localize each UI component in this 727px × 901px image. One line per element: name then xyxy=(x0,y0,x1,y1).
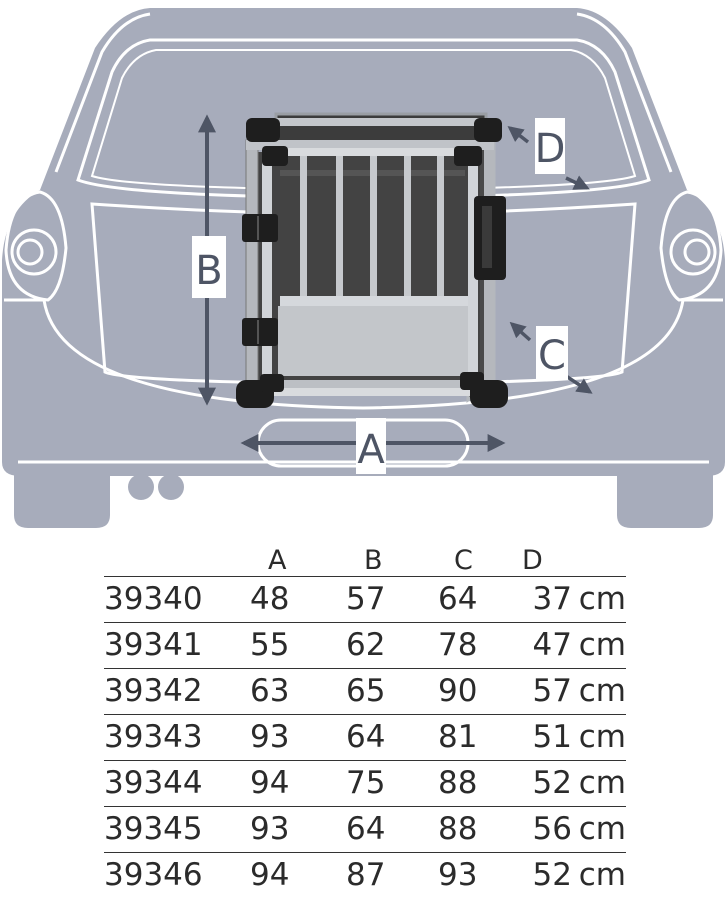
dimension-a-label: A xyxy=(357,427,385,473)
cell-unit: cm xyxy=(578,811,626,847)
cell-d: 37 xyxy=(532,581,572,617)
table-header-row: A B C D xyxy=(104,536,626,577)
cell-c: 78 xyxy=(438,627,478,663)
cell-a: 94 xyxy=(250,857,290,893)
rear-bumper xyxy=(4,298,723,410)
car-roof-line xyxy=(54,12,151,173)
crate-front-panel xyxy=(278,306,468,376)
cell-code: 39344 xyxy=(104,765,203,801)
dimension-c-arrow-lower xyxy=(565,374,593,394)
cell-c: 88 xyxy=(438,811,478,847)
cell-d: 52 xyxy=(532,857,572,893)
table-row: 39340 48 57 64 37 cm xyxy=(104,577,626,623)
dimension-c-arrow-upper xyxy=(509,321,532,342)
cell-b: 62 xyxy=(346,627,386,663)
crate-hinges xyxy=(242,214,278,346)
cell-d: 52 xyxy=(532,765,572,801)
table-row: 39344 94 75 88 52 cm xyxy=(104,761,626,807)
table-row: 39341 55 62 78 47 cm xyxy=(104,623,626,669)
cell-unit: cm xyxy=(578,673,626,709)
car-wheel-right xyxy=(617,460,713,528)
header-code xyxy=(104,536,244,577)
cell-a: 94 xyxy=(250,765,290,801)
cell-b: 75 xyxy=(346,765,386,801)
cell-c: 81 xyxy=(438,719,478,755)
exhaust-pipes xyxy=(128,474,184,500)
cell-b: 87 xyxy=(346,857,386,893)
cell-b: 65 xyxy=(346,673,386,709)
dimension-d-arrow-upper xyxy=(507,126,530,144)
cell-b: 64 xyxy=(346,719,386,755)
header-d: D xyxy=(522,545,543,576)
header-a: A xyxy=(268,545,287,576)
dimension-b-label: B xyxy=(195,248,222,294)
table-row: 39342 63 65 90 57 cm xyxy=(104,669,626,715)
dog-crate xyxy=(236,112,508,408)
cell-code: 39346 xyxy=(104,857,203,893)
cell-unit: cm xyxy=(578,857,626,893)
cell-b: 57 xyxy=(346,581,386,617)
cell-a: 63 xyxy=(250,673,290,709)
cell-code: 39343 xyxy=(104,719,203,755)
cell-b: 64 xyxy=(346,811,386,847)
cell-d: 47 xyxy=(532,627,572,663)
header-b: B xyxy=(364,545,383,576)
cell-c: 93 xyxy=(438,857,478,893)
cell-a: 55 xyxy=(250,627,290,663)
dimension-c-label: C xyxy=(538,333,566,379)
dimension-d-label: D xyxy=(535,126,566,172)
car-crate-diagram: B A D C xyxy=(2,8,725,528)
cell-code: 39340 xyxy=(104,581,203,617)
cell-a: 93 xyxy=(250,811,290,847)
header-unit xyxy=(576,536,626,577)
cell-d: 51 xyxy=(532,719,572,755)
table-row: 39343 93 64 81 51 cm xyxy=(104,715,626,761)
dimension-d-arrow-lower xyxy=(565,175,590,190)
cell-a: 93 xyxy=(250,719,290,755)
crate-corners xyxy=(236,118,508,408)
crate-bars xyxy=(300,154,444,300)
cell-code: 39341 xyxy=(104,627,203,663)
cell-c: 88 xyxy=(438,765,478,801)
cell-unit: cm xyxy=(578,719,626,755)
taillight-left xyxy=(4,190,68,302)
cell-unit: cm xyxy=(578,581,626,617)
table-row: 39345 93 64 88 56 cm xyxy=(104,807,626,853)
cell-d: 56 xyxy=(532,811,572,847)
cell-unit: cm xyxy=(578,765,626,801)
cell-d: 57 xyxy=(532,673,572,709)
cell-code: 39342 xyxy=(104,673,203,709)
dimension-markers: B A D C xyxy=(192,114,593,474)
cell-code: 39345 xyxy=(104,811,203,847)
cell-a: 48 xyxy=(250,581,290,617)
size-table: A B C D 39340 48 57 64 37 cm 39341 55 62… xyxy=(104,536,626,898)
header-c: C xyxy=(454,545,473,576)
taillight-right xyxy=(659,190,723,302)
cell-c: 90 xyxy=(438,673,478,709)
table-row: 39346 94 87 93 52 cm xyxy=(104,853,626,899)
cell-c: 64 xyxy=(438,581,478,617)
cell-unit: cm xyxy=(578,627,626,663)
car-wheel-left xyxy=(14,460,110,528)
